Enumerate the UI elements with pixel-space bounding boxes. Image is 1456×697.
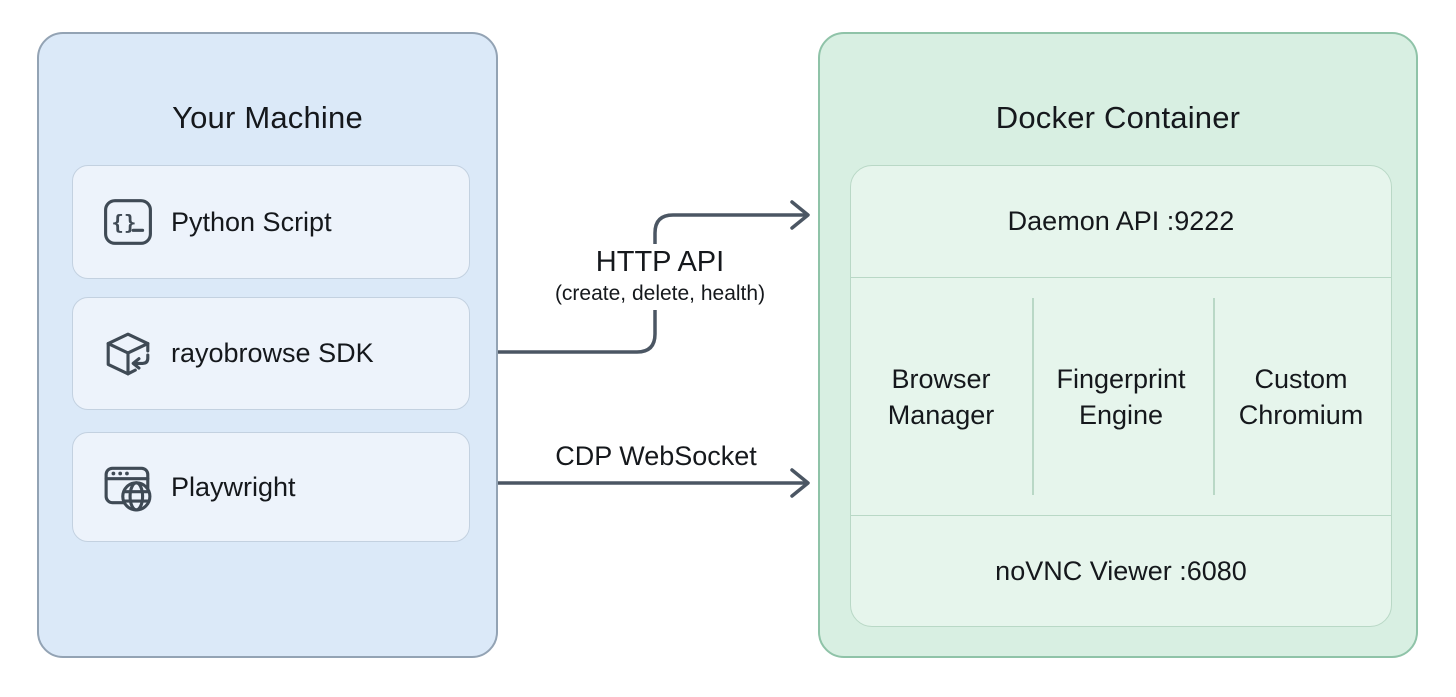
column-divider — [1213, 298, 1215, 495]
code-terminal-icon: {} — [104, 199, 152, 245]
node-python-script: {} Python Script — [72, 165, 470, 279]
arrowhead-icon — [790, 200, 810, 230]
docker-container-title: Docker Container — [995, 100, 1241, 135]
cdp-websocket-connection-label: CDP WebSocket — [555, 441, 757, 471]
node-daemon-api: Daemon API :9222 — [851, 166, 1391, 278]
docker-inner-box: Daemon API :9222 Browser Manager Fingerp… — [850, 165, 1392, 627]
cdp-websocket-arrow — [466, 468, 810, 498]
svg-text:{}: {} — [111, 210, 136, 234]
node-label: Python Script — [171, 206, 332, 237]
your-machine-box: Your Machine {} Python Script rayobrowse… — [37, 32, 498, 658]
column-divider — [1032, 298, 1034, 495]
node-fingerprint-engine: Fingerprint Engine — [1056, 363, 1186, 430]
your-machine-title: Your Machine — [172, 100, 363, 135]
arrowhead-icon — [790, 468, 810, 498]
node-label: Playwright — [171, 471, 296, 502]
node-label: rayobrowse SDK — [171, 338, 374, 368]
node-browser-manager: Browser Manager — [887, 363, 995, 430]
http-api-connection-label: HTTP API (create, delete, health) — [545, 244, 775, 310]
docker-middle-row: Browser Manager Fingerprint Engine Custo… — [851, 278, 1391, 515]
docker-container-box: Docker Container Daemon API :9222 Browse… — [818, 32, 1418, 658]
connection-label: HTTP API — [595, 246, 725, 278]
node-rayobrowse-sdk: rayobrowse SDK — [72, 297, 470, 410]
browser-globe-icon — [104, 466, 152, 512]
node-custom-chromium: Custom Chromium — [1238, 363, 1364, 430]
node-playwright: Playwright — [72, 432, 470, 542]
node-novnc-viewer: noVNC Viewer :6080 — [851, 515, 1391, 626]
connection-sublabel: (create, delete, health) — [554, 282, 766, 305]
package-return-icon — [106, 332, 150, 375]
